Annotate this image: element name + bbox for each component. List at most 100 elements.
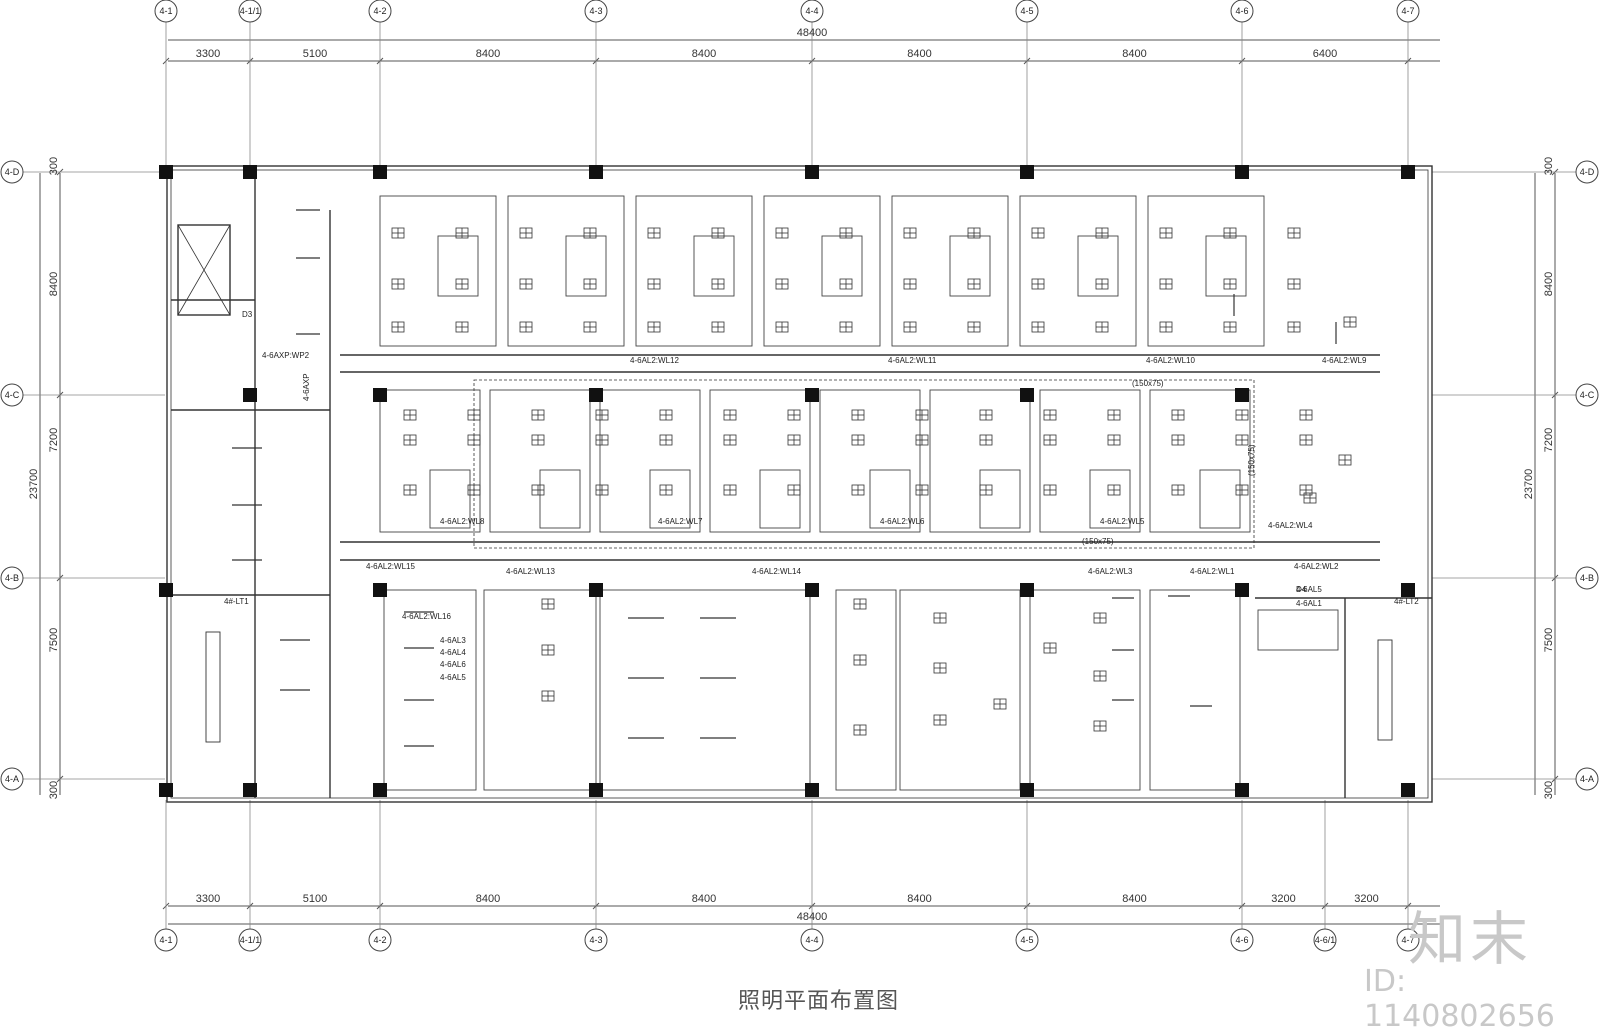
svg-text:4-A: 4-A — [5, 774, 19, 784]
grille-light-fixture — [1171, 434, 1185, 446]
svg-text:4-2: 4-2 — [373, 6, 386, 16]
panel-al3: 4-6AL3 — [440, 636, 466, 645]
watermark-logo: 知末 — [1408, 905, 1533, 973]
svg-text:4-6: 4-6 — [1235, 6, 1248, 16]
grille-light-fixture — [1043, 642, 1057, 654]
grille-light-fixture — [1043, 434, 1057, 446]
grid-bubble: 4-6 — [1230, 928, 1254, 952]
grille-light-fixture — [391, 321, 405, 333]
grille-light-fixture — [1107, 409, 1121, 421]
grille-light-fixture — [467, 484, 481, 496]
grille-light-fixture — [933, 612, 947, 624]
grille-light-fixture — [595, 409, 609, 421]
circuit-labels: D3 D4 4#-LT1 4#-LT2 4-6AXP:WP2 4-6AXP 4-… — [224, 310, 1419, 682]
drawing-title: 照明平面布置图 — [738, 989, 900, 1014]
grille-light-fixture — [391, 227, 405, 239]
grille-light-fixture — [711, 278, 725, 290]
grille-light-fixture — [659, 484, 673, 496]
svg-text:4-1/1: 4-1/1 — [240, 935, 261, 945]
segment-dimension: 300 — [1543, 157, 1555, 175]
svg-text:4-4: 4-4 — [805, 6, 818, 16]
segment-dimension: 8400 — [907, 48, 931, 60]
grille-light-fixture — [541, 644, 555, 656]
grille-light-fixture — [1031, 278, 1045, 290]
svg-text:4-1: 4-1 — [159, 935, 172, 945]
grille-light-fixture — [1159, 278, 1173, 290]
grille-light-fixture — [993, 698, 1007, 710]
grid-bubble: 4-D — [1575, 160, 1599, 184]
grille-light-fixture — [723, 409, 737, 421]
grille-light-fixture — [723, 434, 737, 446]
segment-dimension: 8400 — [907, 893, 931, 905]
grille-light-fixture — [787, 434, 801, 446]
grille-light-fixture — [1235, 484, 1249, 496]
cable-tray-label: (150x75) — [1132, 379, 1164, 388]
grille-light-fixture — [455, 321, 469, 333]
elevator-label: D3 — [242, 310, 253, 319]
watermark-id: ID: 1140802656 — [1364, 964, 1555, 1034]
grille-light-fixture — [775, 321, 789, 333]
grid-bubble: 4-1/1 — [238, 928, 262, 952]
grille-light-fixture — [583, 227, 597, 239]
svg-text:4-A: 4-A — [1580, 774, 1594, 784]
grille-light-fixture — [1338, 454, 1352, 466]
panel-al1: 4-6AL1 — [1296, 599, 1322, 608]
grid-bubble: 4-2 — [368, 0, 392, 23]
circuit-wl8: 4-6AL2:WL8 — [440, 517, 485, 526]
total-dimension: 48400 — [797, 911, 828, 923]
svg-text:4-3: 4-3 — [589, 935, 602, 945]
grille-light-fixture — [1093, 670, 1107, 682]
svg-text:4-7: 4-7 — [1401, 935, 1414, 945]
circuit-wl1: 4-6AL2:WL1 — [1190, 567, 1235, 576]
grid-lines — [22, 22, 1578, 930]
grille-light-fixture — [1043, 484, 1057, 496]
grille-light-fixture — [531, 409, 545, 421]
grille-light-fixture — [967, 227, 981, 239]
grille-light-fixture — [531, 484, 545, 496]
grille-light-fixture — [1303, 492, 1317, 504]
grille-light-fixture — [851, 409, 865, 421]
segment-dimension: 8400 — [476, 893, 500, 905]
segment-dimension: 300 — [1543, 781, 1555, 799]
grid-bubble: 4-A — [1575, 767, 1599, 791]
grid-bubble: 4-7 — [1396, 0, 1420, 23]
svg-text:4-C: 4-C — [1580, 390, 1595, 400]
circuit-wl7: 4-6AL2:WL7 — [658, 517, 703, 526]
segment-dimension: 3300 — [196, 48, 220, 60]
svg-text:4-6/1: 4-6/1 — [1315, 935, 1336, 945]
grille-light-fixture — [583, 278, 597, 290]
grid-bubble: 4-C — [1575, 383, 1599, 407]
grille-light-fixture — [853, 724, 867, 736]
svg-text:4-5: 4-5 — [1020, 935, 1033, 945]
circuit-wl15: 4-6AL2:WL15 — [366, 562, 415, 571]
circuit-wl2: 4-6AL2:WL2 — [1294, 562, 1339, 571]
grille-light-fixture — [915, 434, 929, 446]
grid-bubble: 4-1 — [154, 928, 178, 952]
light-fixtures — [391, 227, 1357, 736]
grid-bubble: 4-B — [1575, 566, 1599, 590]
grid-bubble: 4-3 — [584, 928, 608, 952]
svg-text:4-C: 4-C — [5, 390, 20, 400]
grille-light-fixture — [1343, 316, 1357, 328]
grid-bubble: 4-6/1 — [1313, 928, 1337, 952]
grille-light-fixture — [853, 654, 867, 666]
grid-bubble: 4-5 — [1015, 0, 1039, 23]
svg-text:4-3: 4-3 — [589, 6, 602, 16]
grille-light-fixture — [519, 278, 533, 290]
grille-light-fixture — [1107, 434, 1121, 446]
circuit-wl10: 4-6AL2:WL10 — [1146, 356, 1195, 365]
grid-bubble: 4-4 — [800, 0, 824, 23]
grille-light-fixture — [647, 227, 661, 239]
grille-light-fixture — [839, 227, 853, 239]
grille-light-fixture — [1093, 612, 1107, 624]
stair1-label: 4#-LT1 — [224, 597, 249, 606]
grille-light-fixture — [933, 662, 947, 674]
segment-dimension: 8400 — [1122, 893, 1146, 905]
grille-light-fixture — [595, 484, 609, 496]
grille-light-fixture — [853, 598, 867, 610]
segment-dimension: 8400 — [692, 48, 716, 60]
grille-light-fixture — [1299, 434, 1313, 446]
wall-outline — [166, 165, 1433, 803]
grille-light-fixture — [403, 484, 417, 496]
